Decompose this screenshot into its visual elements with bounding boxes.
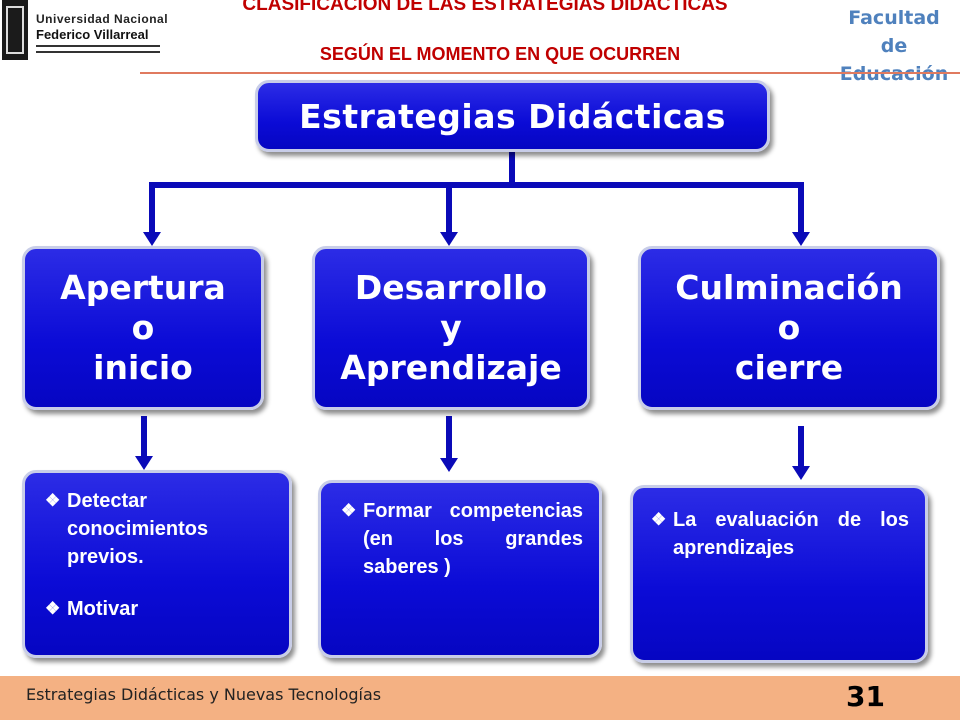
- arrow-head-desarrollo-details: [440, 458, 458, 472]
- detail-node-desarrollo: ❖ Formar competencias (en los grandes sa…: [318, 480, 602, 658]
- detail-bullet: ❖ La evaluación de los aprendizajes: [651, 506, 909, 562]
- faculty-line-2: Educación: [839, 63, 949, 85]
- university-logo: Universidad Nacional Federico Villarreal: [0, 0, 170, 62]
- category-line: inicio: [93, 348, 193, 387]
- category-line: Desarrollo: [354, 268, 548, 307]
- connector-horizontal: [149, 182, 804, 188]
- category-line: o: [131, 308, 155, 347]
- detail-bullet: ❖ Formar competencias (en los grandes sa…: [341, 497, 583, 581]
- slide-title-line-1: CLASIFICACIÓN DE LAS ESTRATEGIAS DIDÁCTI…: [242, 0, 728, 15]
- faculty-label: Facultad de Educación: [834, 4, 954, 88]
- category-node-culminacion: Culminación o cierre: [638, 246, 940, 410]
- detail-text: Motivar: [67, 598, 139, 620]
- footer-bar: Estrategias Didácticas y Nuevas Tecnolog…: [0, 676, 960, 720]
- connector-to-desarrollo: [446, 182, 452, 232]
- logo-line-1: Universidad Nacional: [36, 12, 169, 26]
- connector-culminacion-details: [798, 426, 804, 468]
- diamond-bullet-icon: ❖: [45, 599, 61, 618]
- detail-text: La evaluación de los aprendizajes: [673, 509, 909, 559]
- connector-root-down: [509, 152, 515, 186]
- detail-node-apertura: ❖ Detectar conocimientos previos. ❖ Moti…: [22, 470, 292, 658]
- detail-text: Detectar conocimientos previos.: [67, 490, 209, 568]
- root-node: Estrategias Didácticas: [255, 80, 770, 152]
- detail-bullet: ❖ Motivar: [45, 595, 273, 623]
- faculty-line-1: Facultad de: [848, 7, 940, 57]
- arrow-head-apertura: [143, 232, 161, 246]
- category-line: Apertura: [60, 268, 226, 307]
- category-line: y: [440, 308, 462, 347]
- arrow-head-culminacion-details: [792, 466, 810, 480]
- footer-text: Estrategias Didácticas y Nuevas Tecnolog…: [26, 685, 382, 704]
- category-node-desarrollo: Desarrollo y Aprendizaje: [312, 246, 590, 410]
- detail-bullet: ❖ Detectar conocimientos previos.: [45, 487, 273, 571]
- category-line: cierre: [734, 348, 844, 387]
- category-node-apertura: Apertura o inicio: [22, 246, 264, 410]
- root-node-label: Estrategias Didácticas: [299, 96, 726, 136]
- diamond-bullet-icon: ❖: [341, 501, 357, 520]
- arrow-head-apertura-details: [135, 456, 153, 470]
- logo-line-2: Federico Villarreal: [36, 27, 149, 42]
- connector-to-apertura: [149, 182, 155, 232]
- page-number: 31: [846, 680, 885, 713]
- slide-title-line-2: SEGÚN EL MOMENTO EN QUE OCURREN: [319, 44, 681, 64]
- arrow-head-culminacion: [792, 232, 810, 246]
- diamond-bullet-icon: ❖: [651, 510, 667, 529]
- header-divider: [140, 72, 960, 74]
- connector-to-culminacion: [798, 182, 804, 232]
- university-crest-icon: [2, 0, 28, 60]
- diamond-bullet-icon: ❖: [45, 491, 61, 510]
- category-line: Culminación: [675, 268, 903, 307]
- logo-rule: [36, 45, 160, 53]
- detail-node-culminacion: ❖ La evaluación de los aprendizajes: [630, 485, 928, 663]
- category-line: Aprendizaje: [340, 348, 562, 387]
- connector-desarrollo-details: [446, 416, 452, 458]
- connector-apertura-details: [141, 416, 147, 456]
- detail-text: Formar competencias (en los grandes sabe…: [363, 500, 583, 578]
- arrow-head-desarrollo: [440, 232, 458, 246]
- category-line: o: [777, 308, 801, 347]
